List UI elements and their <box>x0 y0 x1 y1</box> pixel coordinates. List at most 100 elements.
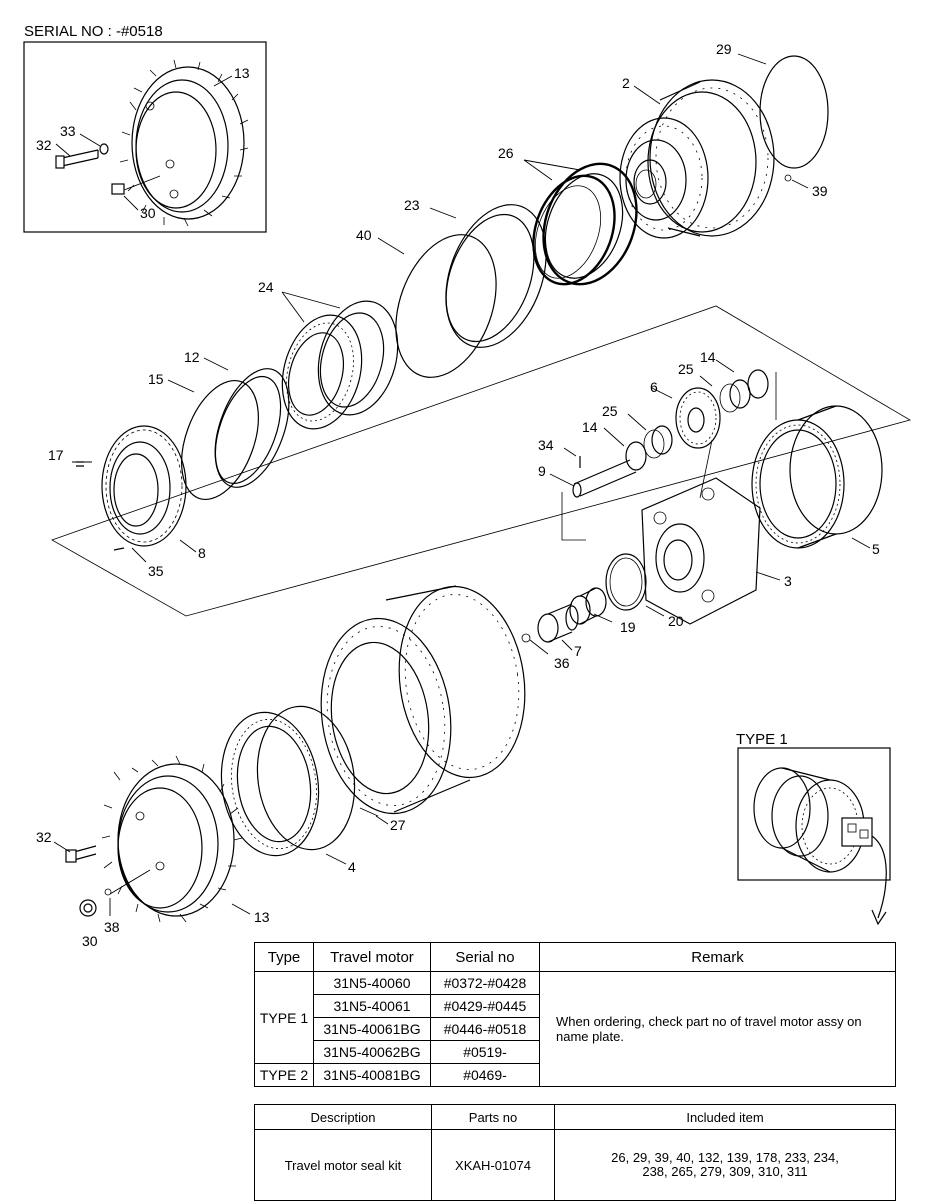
needle-bearing-25b <box>643 425 673 459</box>
cell-serial: #0519- <box>430 1040 540 1064</box>
bearing-24 <box>281 300 399 430</box>
cell-motor: 31N5-40061 <box>313 994 431 1018</box>
table-row: 31N5-40062BG #0519- <box>255 1040 896 1064</box>
header-serial-no: Serial no <box>430 942 540 972</box>
cell-parts-no: XKAH-01074 <box>431 1129 555 1201</box>
table-row: Travel motor seal kit XKAH-01074 26, 29,… <box>254 1129 896 1201</box>
ball-36 <box>521 633 531 643</box>
callout-34: 34 <box>538 437 554 453</box>
drive-shaft-7 <box>537 603 579 643</box>
table-row: TYPE 1 31N5-40060 #0372-#0428 When order… <box>254 971 896 1087</box>
table-row: TYPE 2 31N5-40081BG #0469- <box>254 1063 896 1087</box>
cell-remark: When ordering, check part no of travel m… <box>539 971 896 1087</box>
sprocket-13 <box>101 755 243 923</box>
floating-seal-26 <box>532 162 638 286</box>
header-included-item: Included item <box>554 1104 896 1130</box>
callout-7: 7 <box>574 643 582 659</box>
callout-35: 35 <box>148 563 164 579</box>
cell-included-items: 26, 29, 39, 40, 132, 139, 178, 233, 234,… <box>554 1129 896 1201</box>
callout-8: 8 <box>198 545 206 561</box>
washer-14a <box>747 369 769 399</box>
inset-bolt-32 <box>55 149 99 169</box>
callout-27: 27 <box>390 817 406 833</box>
hub-part-2 <box>619 79 775 239</box>
cell-description: Travel motor seal kit <box>254 1129 432 1201</box>
callout-25-mid: 25 <box>602 403 618 419</box>
callout-32: 32 <box>36 829 52 845</box>
table-row: 31N5-40061BG #0446-#0518 <box>255 1017 896 1041</box>
table-row: 31N5-40061 #0429-#0445 <box>255 994 896 1018</box>
type-serial-table: Type Travel motor Serial no Remark TYPE … <box>254 942 896 1087</box>
carrier-3 <box>641 477 761 625</box>
ring-gear-5 <box>751 405 883 549</box>
callout-23: 23 <box>404 197 420 213</box>
header-description: Description <box>254 1104 432 1130</box>
cell-serial: #0429-#0445 <box>430 994 540 1018</box>
included-items-line2: 238, 265, 279, 309, 310, 311 <box>642 1164 808 1179</box>
header-remark: Remark <box>539 942 896 972</box>
type1-inset-box <box>737 747 891 881</box>
callout-13-inset: 13 <box>234 65 250 81</box>
ring-23 <box>445 204 547 348</box>
ring-20 <box>605 553 647 611</box>
header-type: Type <box>254 942 314 972</box>
type1-motor-illustration <box>753 767 873 873</box>
callout-6: 6 <box>650 379 658 395</box>
callout-30-inset: 30 <box>140 205 156 221</box>
cell-motor: 31N5-40060 <box>313 971 431 995</box>
o-ring-40 <box>395 234 497 378</box>
callout-2: 2 <box>622 75 630 91</box>
callout-29: 29 <box>716 41 732 57</box>
callout-19: 19 <box>620 619 636 635</box>
callout-26: 26 <box>498 145 514 161</box>
included-items-line1: 26, 29, 39, 40, 132, 139, 178, 233, 234, <box>611 1150 839 1165</box>
kit-table-header: Description Parts no Included item <box>254 1104 896 1130</box>
callout-13: 13 <box>254 909 270 925</box>
type-table-header: Type Travel motor Serial no Remark <box>254 942 896 972</box>
callout-25-top: 25 <box>678 361 694 377</box>
seal-kit-table: Description Parts no Included item Trave… <box>254 1104 896 1201</box>
callout-32-inset: 32 <box>36 137 52 153</box>
callout-12: 12 <box>184 349 200 365</box>
callout-3: 3 <box>784 573 792 589</box>
callout-labels: 13 33 32 30 29 2 39 26 23 40 24 12 15 17… <box>36 41 880 949</box>
pin-9 <box>572 459 637 498</box>
cell-serial: #0446-#0518 <box>430 1017 540 1041</box>
planet-gear-6 <box>675 387 721 449</box>
cell-motor: 31N5-40081BG <box>313 1063 431 1087</box>
ring-15 <box>181 379 259 501</box>
ball-39 <box>784 174 792 182</box>
housing-drum <box>320 585 526 815</box>
callout-33-inset: 33 <box>60 123 76 139</box>
inset-box-serial <box>23 41 267 233</box>
cell-type2: TYPE 2 <box>254 1063 314 1087</box>
callout-40: 40 <box>356 227 372 243</box>
gear-carrier-8 <box>76 425 187 551</box>
cell-serial: #0469- <box>430 1063 540 1087</box>
ring-gear-4 <box>220 705 356 857</box>
plug-30 <box>79 899 97 917</box>
o-ring-29 <box>759 55 829 169</box>
subassembly-frame <box>51 305 912 617</box>
callout-30: 30 <box>82 933 98 949</box>
callout-20: 20 <box>668 613 684 629</box>
serial-header: SERIAL NO : -#0518 <box>24 23 163 40</box>
callout-9: 9 <box>538 463 546 479</box>
type1-inset-label: TYPE 1 <box>736 731 788 748</box>
needle-bearing-25a <box>719 379 751 413</box>
inset-plug-30 <box>111 175 161 195</box>
cell-serial: #0372-#0428 <box>430 971 540 995</box>
type1-arrow <box>871 909 887 926</box>
header-parts-no: Parts no <box>431 1104 555 1130</box>
callout-36: 36 <box>554 655 570 671</box>
callout-14-mid: 14 <box>582 419 598 435</box>
callout-39: 39 <box>812 183 828 199</box>
callout-14-top: 14 <box>700 349 716 365</box>
cell-type1: TYPE 1 <box>254 971 314 1064</box>
washer-14b <box>625 441 647 471</box>
bearing-19 <box>569 587 607 625</box>
bolt-32 <box>65 845 97 863</box>
cell-motor: 31N5-40062BG <box>313 1040 431 1064</box>
callout-15: 15 <box>148 371 164 387</box>
